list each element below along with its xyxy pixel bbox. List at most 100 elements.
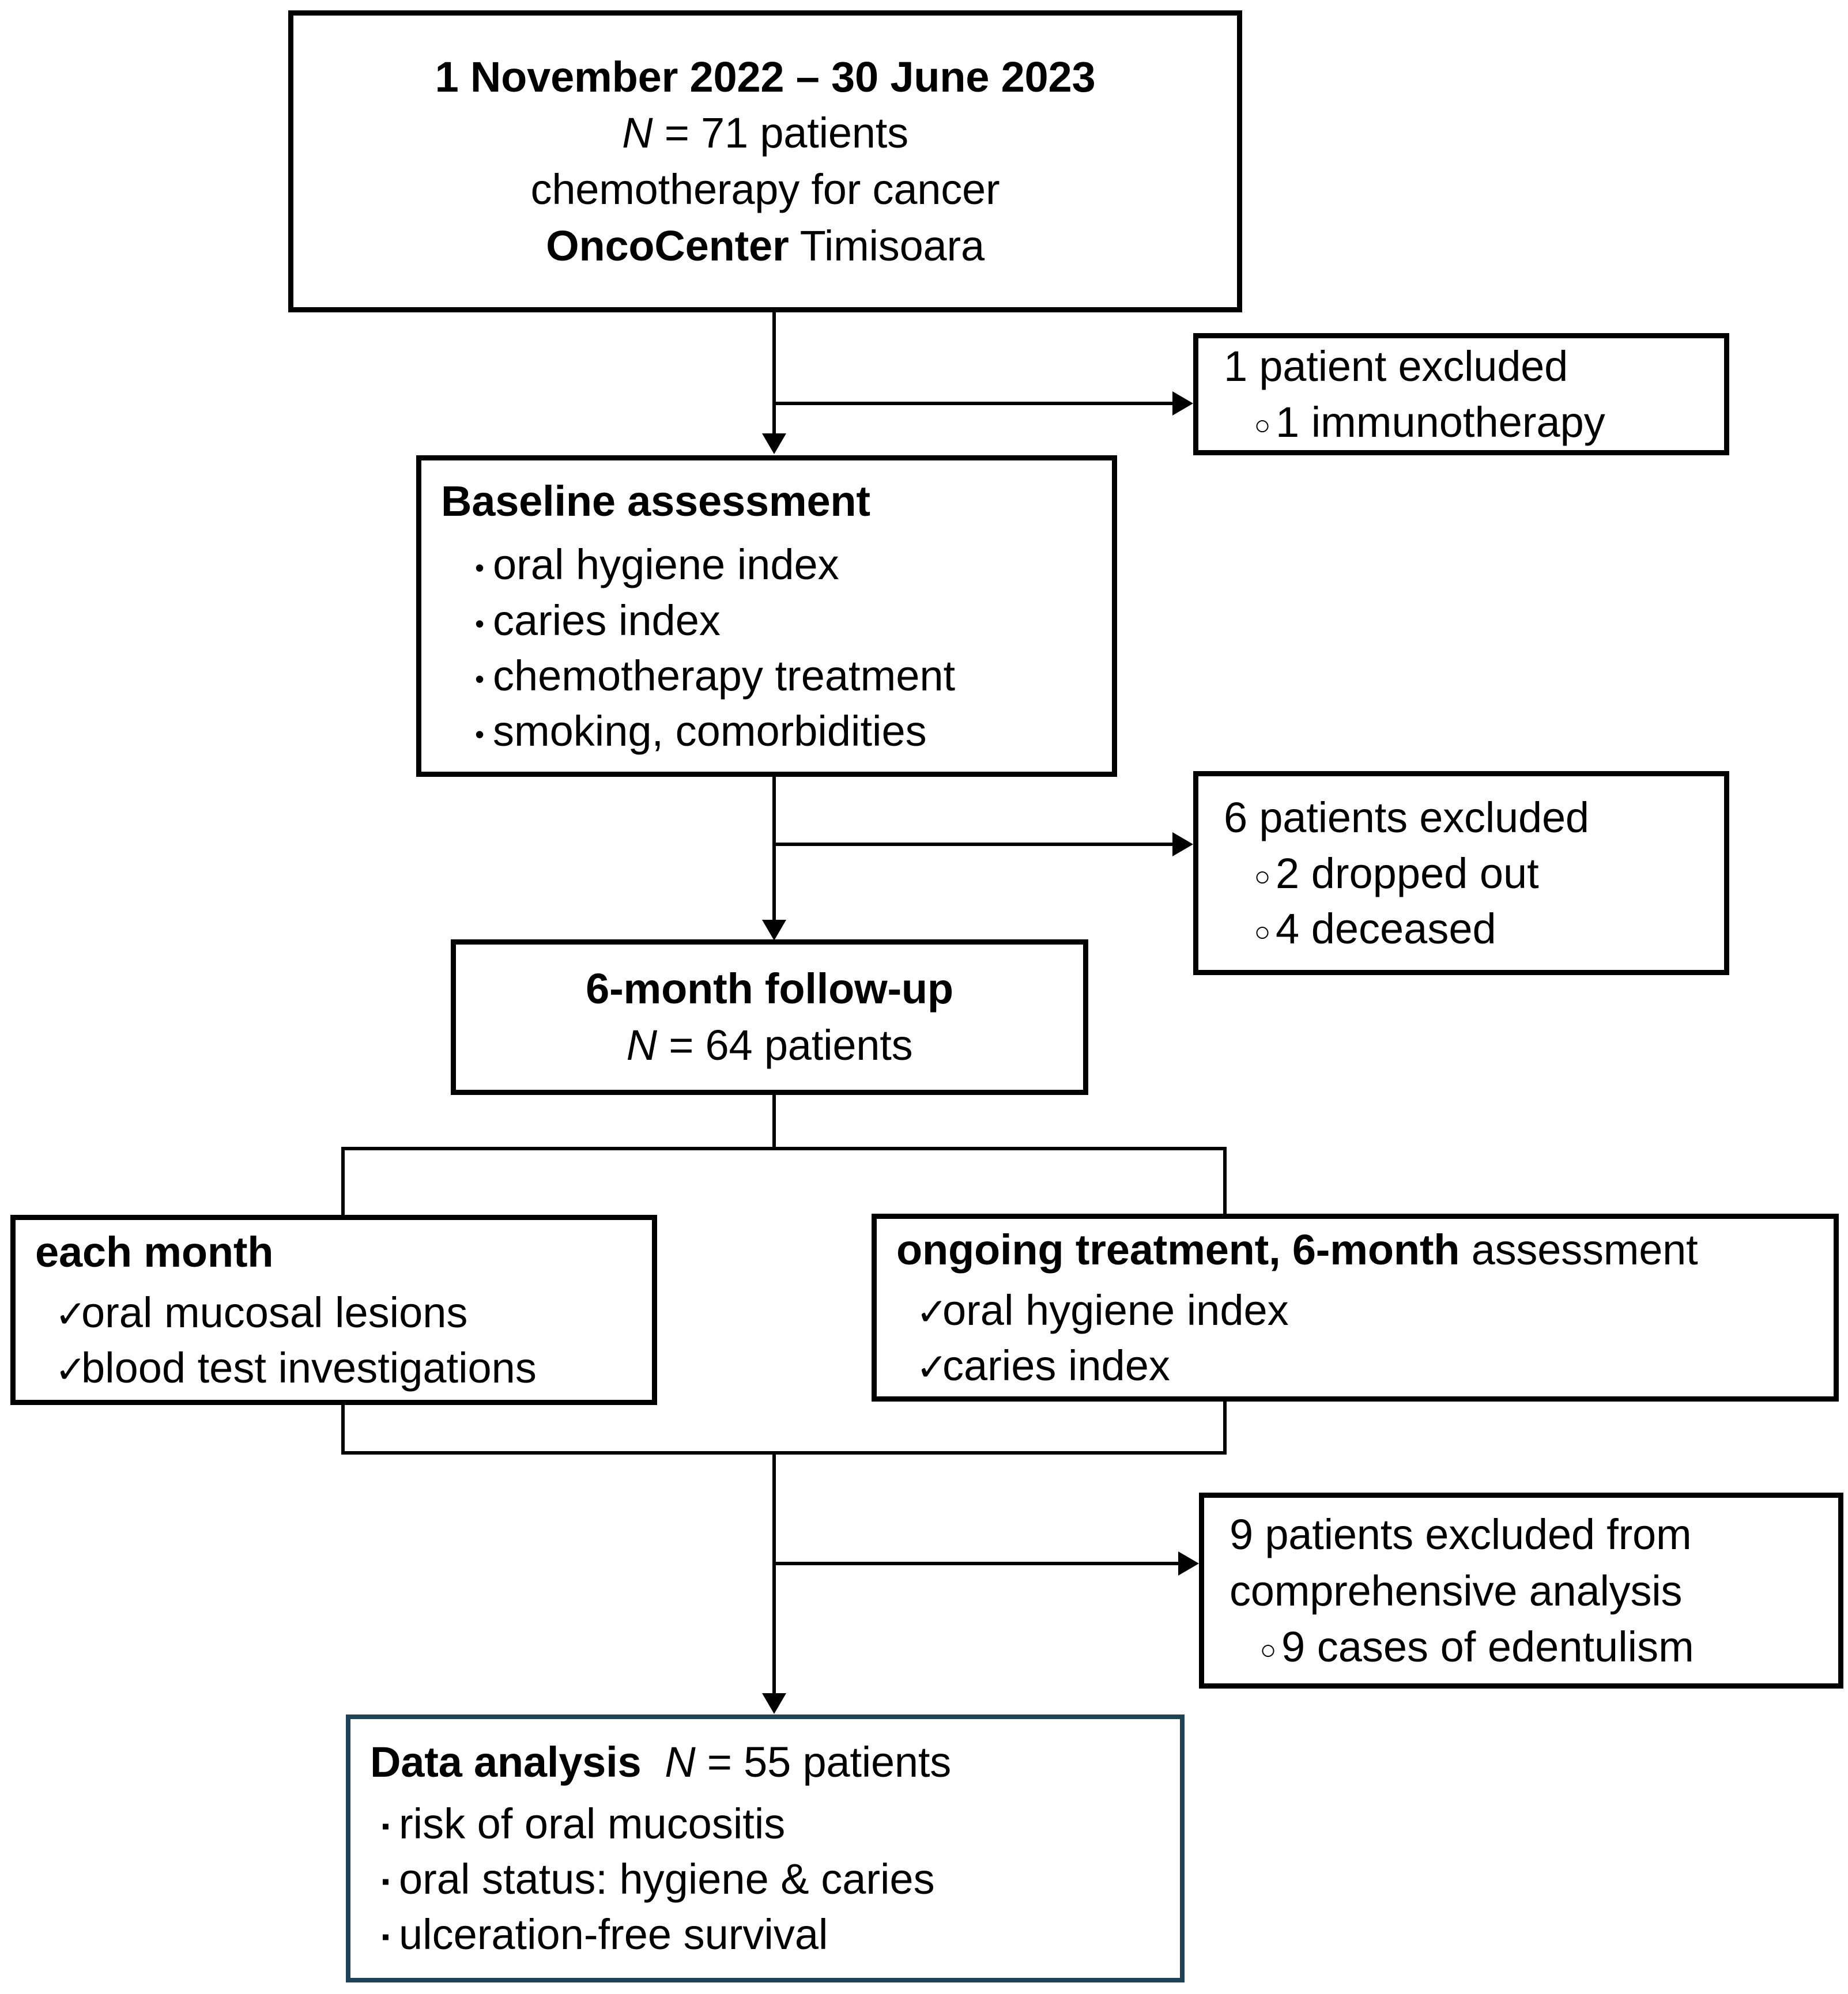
- arrowhead-analysis: [762, 1693, 786, 1714]
- ring-bullet-icon: ○: [1254, 916, 1271, 947]
- dot-bullet-icon: •: [474, 553, 485, 583]
- check-bullet-icon: ✓: [916, 1290, 948, 1333]
- connector-split-left: [341, 1147, 345, 1217]
- enrollment-detail: chemotherapy for cancer: [530, 165, 1000, 213]
- connector-enrollment-to-baseline: [772, 312, 776, 433]
- enrollment-site-name: OncoCenter: [546, 221, 789, 270]
- connector-merge-to-analysis: [772, 1451, 776, 1693]
- square-bullet-icon: ▪: [381, 1814, 390, 1840]
- ongoing-heading: ongoing treatment, 6-month assessment: [896, 1222, 1834, 1278]
- ring-bullet-icon: ○: [1254, 861, 1271, 892]
- analysis-heading-rest: = 55 patients: [695, 1738, 952, 1787]
- excluded-9-heading-line-1: 9 patients excluded from: [1230, 1510, 1692, 1559]
- node-baseline: Baseline assessment • oral hygiene index…: [416, 455, 1117, 777]
- connector-baseline-to-followup: [772, 777, 776, 920]
- square-bullet-icon: ▪: [381, 1869, 390, 1895]
- list-item-label: 1 immunotherapy: [1276, 398, 1605, 446]
- ongoing-heading-rest: assessment: [1459, 1225, 1698, 1274]
- node-ongoing-treatment: ongoing treatment, 6-month assessment ✓ …: [872, 1214, 1839, 1402]
- list-item-label: oral status: hygiene & caries: [399, 1855, 935, 1904]
- list-item: ✓ oral hygiene index: [896, 1283, 1834, 1338]
- enrollment-site: OncoCenter Timisoara: [546, 218, 985, 274]
- check-bullet-icon: ✓: [916, 1345, 948, 1388]
- node-followup: 6-month follow-up N = 64 patients: [451, 939, 1088, 1095]
- connector-merge-to-excluded9: [772, 1562, 1178, 1565]
- connector-split-bar: [341, 1147, 1227, 1150]
- list-item-label: caries index: [493, 596, 721, 644]
- followup-count: N = 64 patients: [627, 1017, 913, 1074]
- arrowhead-excluded6: [1172, 832, 1193, 856]
- list-item-label: ulceration-free survival: [399, 1910, 828, 1959]
- excluded-6-heading: 6 patients excluded: [1224, 793, 1589, 841]
- node-each-month: each month ✓ oral mucosal lesions ✓ bloo…: [10, 1215, 657, 1405]
- node-excluded-1: 1 patient excluded ○ 1 immunotherapy: [1193, 333, 1729, 455]
- connector-baseline-to-excluded6: [772, 843, 1172, 846]
- list-item-label: 2 dropped out: [1276, 849, 1539, 897]
- excluded-1-heading: 1 patient excluded: [1224, 342, 1568, 391]
- list-item-label: oral mucosal lesions: [81, 1288, 468, 1336]
- list-item-label: caries index: [942, 1341, 1170, 1389]
- list-item: ○ 1 immunotherapy: [1224, 395, 1724, 450]
- list-item: ▪ risk of oral mucositis: [370, 1796, 1180, 1852]
- node-data-analysis: Data analysis N = 55 patients ▪ risk of …: [346, 1714, 1185, 1982]
- list-item: • oral hygiene index: [441, 537, 1112, 592]
- enrollment-title: 1 November 2022 – 30 June 2023: [435, 52, 1096, 101]
- enrollment-site-city: Timisoara: [789, 221, 985, 270]
- baseline-heading: Baseline assessment: [441, 477, 870, 525]
- connector-merge-bar: [341, 1451, 1227, 1455]
- arrowhead-followup: [762, 920, 786, 941]
- excluded-9-heading-line-2: comprehensive analysis: [1230, 1566, 1683, 1615]
- node-excluded-9: 9 patients excluded from comprehensive a…: [1199, 1493, 1843, 1689]
- list-item: ✓ caries index: [896, 1338, 1834, 1393]
- list-item-label: risk of oral mucositis: [399, 1800, 786, 1848]
- list-item: ▪ ulceration-free survival: [370, 1907, 1180, 1962]
- each-month-heading: each month: [35, 1228, 274, 1276]
- list-item: • caries index: [441, 593, 1112, 648]
- list-item-label: oral hygiene index: [493, 541, 839, 589]
- list-item-label: smoking, comorbidities: [493, 707, 927, 756]
- ring-bullet-icon: ○: [1254, 410, 1271, 441]
- analysis-list: ▪ risk of oral mucositis ▪ oral status: …: [370, 1796, 1180, 1963]
- analysis-heading-bold: Data analysis: [370, 1738, 642, 1787]
- list-item: ○ 2 dropped out: [1224, 846, 1724, 901]
- connector-split-right: [1223, 1147, 1227, 1217]
- dot-bullet-icon: •: [474, 608, 485, 639]
- list-item: ✓ blood test investigations: [35, 1340, 652, 1396]
- arrowhead-excluded1: [1172, 391, 1193, 416]
- check-bullet-icon: ✓: [55, 1347, 87, 1391]
- connector-followup-stem: [772, 1095, 776, 1150]
- ring-bullet-icon: ○: [1259, 1634, 1277, 1666]
- list-item-label: oral hygiene index: [942, 1286, 1289, 1334]
- enrollment-n-symbol: N: [622, 109, 653, 157]
- list-item-label: chemotherapy treatment: [493, 651, 956, 700]
- followup-heading: 6-month follow-up: [586, 965, 953, 1013]
- ongoing-heading-bold: ongoing treatment, 6-month: [896, 1225, 1460, 1274]
- excluded-1-list: ○ 1 immunotherapy: [1224, 395, 1724, 450]
- enrollment-count-rest: = 71 patients: [653, 109, 908, 157]
- connector-merge-left: [341, 1405, 345, 1455]
- connector-merge-right: [1223, 1402, 1227, 1455]
- followup-count-rest: = 64 patients: [657, 1021, 913, 1069]
- node-enrollment: 1 November 2022 – 30 June 2023 N = 71 pa…: [288, 10, 1242, 312]
- dot-bullet-icon: •: [474, 663, 485, 694]
- excluded-9-list: ○ 9 cases of edentulism: [1230, 1619, 1838, 1675]
- dot-bullet-icon: •: [474, 719, 485, 750]
- list-item-label: blood test investigations: [81, 1343, 537, 1392]
- analysis-n-symbol: N: [665, 1738, 696, 1787]
- list-item: ○ 4 deceased: [1224, 901, 1724, 957]
- followup-n-symbol: N: [626, 1021, 657, 1069]
- each-month-list: ✓ oral mucosal lesions ✓ blood test inve…: [35, 1285, 652, 1396]
- list-item: ✓ oral mucosal lesions: [35, 1285, 652, 1340]
- baseline-list: • oral hygiene index • caries index • ch…: [441, 537, 1112, 759]
- list-item: ▪ oral status: hygiene & caries: [370, 1852, 1180, 1907]
- connector-enrollment-to-excluded1: [772, 402, 1172, 405]
- arrowhead-baseline: [762, 433, 786, 454]
- ongoing-list: ✓ oral hygiene index ✓ caries index: [896, 1283, 1834, 1393]
- analysis-heading: Data analysis N = 55 patients: [370, 1734, 1180, 1791]
- list-item-label: 9 cases of edentulism: [1281, 1622, 1694, 1671]
- list-item: • chemotherapy treatment: [441, 648, 1112, 704]
- square-bullet-icon: ▪: [381, 1924, 390, 1950]
- list-item-label: 4 deceased: [1276, 904, 1496, 953]
- enrollment-count: N = 71 patients: [622, 105, 908, 161]
